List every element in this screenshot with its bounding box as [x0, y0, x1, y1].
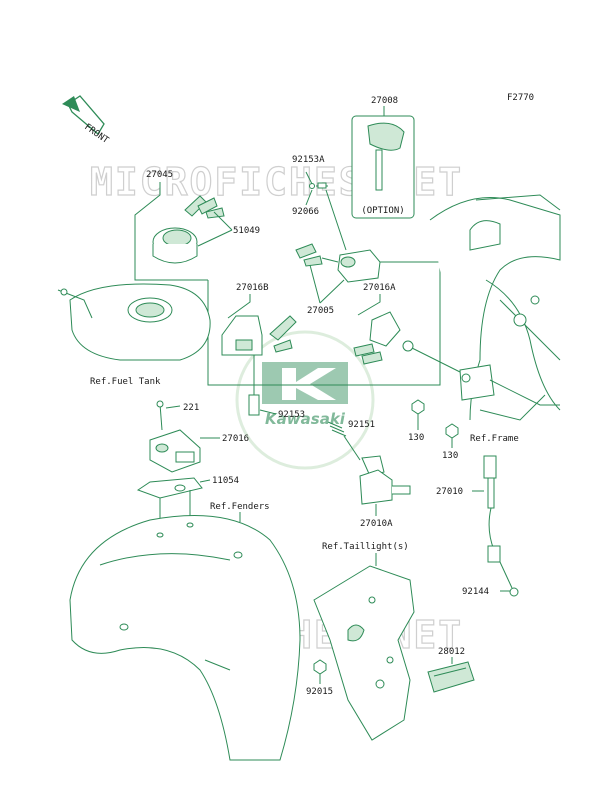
- lock-27016A: [353, 311, 461, 373]
- frame: [429, 194, 561, 421]
- ref-fenders: Ref.Fenders: [210, 502, 270, 512]
- part-27010A: 27010A: [360, 519, 393, 529]
- part-51049: 51049: [233, 226, 260, 236]
- part-130-a: 130: [408, 433, 424, 443]
- part-27016B: 27016B: [236, 283, 269, 293]
- ref-frame: Ref.Frame: [470, 434, 519, 444]
- cap-keys: [184, 195, 225, 219]
- bolt-130-a: [411, 399, 425, 415]
- part-130-b: 130: [442, 451, 458, 461]
- tank-cap: [152, 227, 198, 264]
- fender: [69, 515, 301, 761]
- lock-27016B: [221, 315, 297, 416]
- part-27016A: 27016A: [363, 283, 396, 293]
- part-221: 221: [183, 403, 199, 413]
- part-92144: 92144: [462, 587, 489, 597]
- ref-fuel-tank: Ref.Fuel Tank: [90, 377, 161, 387]
- lock-27016: [149, 429, 201, 473]
- bolt-130-b: [445, 423, 459, 439]
- diagram-code: F2770: [507, 93, 534, 103]
- part-28012: 28012: [438, 647, 465, 657]
- nut-92015: [313, 659, 327, 684]
- ignition-switch: [295, 189, 440, 283]
- fuel-tank: [57, 283, 211, 361]
- switch-27010A: [359, 455, 411, 516]
- part-92151: 92151: [348, 420, 375, 430]
- part-11054: 11054: [212, 476, 239, 486]
- ref-taillight: Ref.Taillight(s): [322, 542, 409, 552]
- front-arrow-icon: FRONT: [62, 95, 111, 146]
- option-label: (OPTION): [361, 206, 404, 216]
- part-92153: 92153: [278, 410, 305, 420]
- part-92153A: 92153A: [292, 155, 325, 165]
- switch-27010: [483, 455, 519, 597]
- part-27016: 27016: [222, 434, 249, 444]
- part-92015: 92015: [306, 687, 333, 697]
- logo-text: Kawasaki: [265, 410, 346, 428]
- part-92066: 92066: [292, 207, 319, 217]
- part-27008: 27008: [371, 96, 398, 106]
- part-27005: 27005: [307, 306, 334, 316]
- taillight-bracket: [313, 565, 415, 741]
- spring-92151: [327, 421, 361, 461]
- bracket-11054: [136, 477, 203, 530]
- reflector-28012: [427, 661, 475, 693]
- part-27010: 27010: [436, 487, 463, 497]
- kawasaki-logo: Kawasaki: [235, 330, 375, 470]
- option-key-box: (OPTION): [351, 115, 415, 219]
- part-27045: 27045: [146, 170, 173, 180]
